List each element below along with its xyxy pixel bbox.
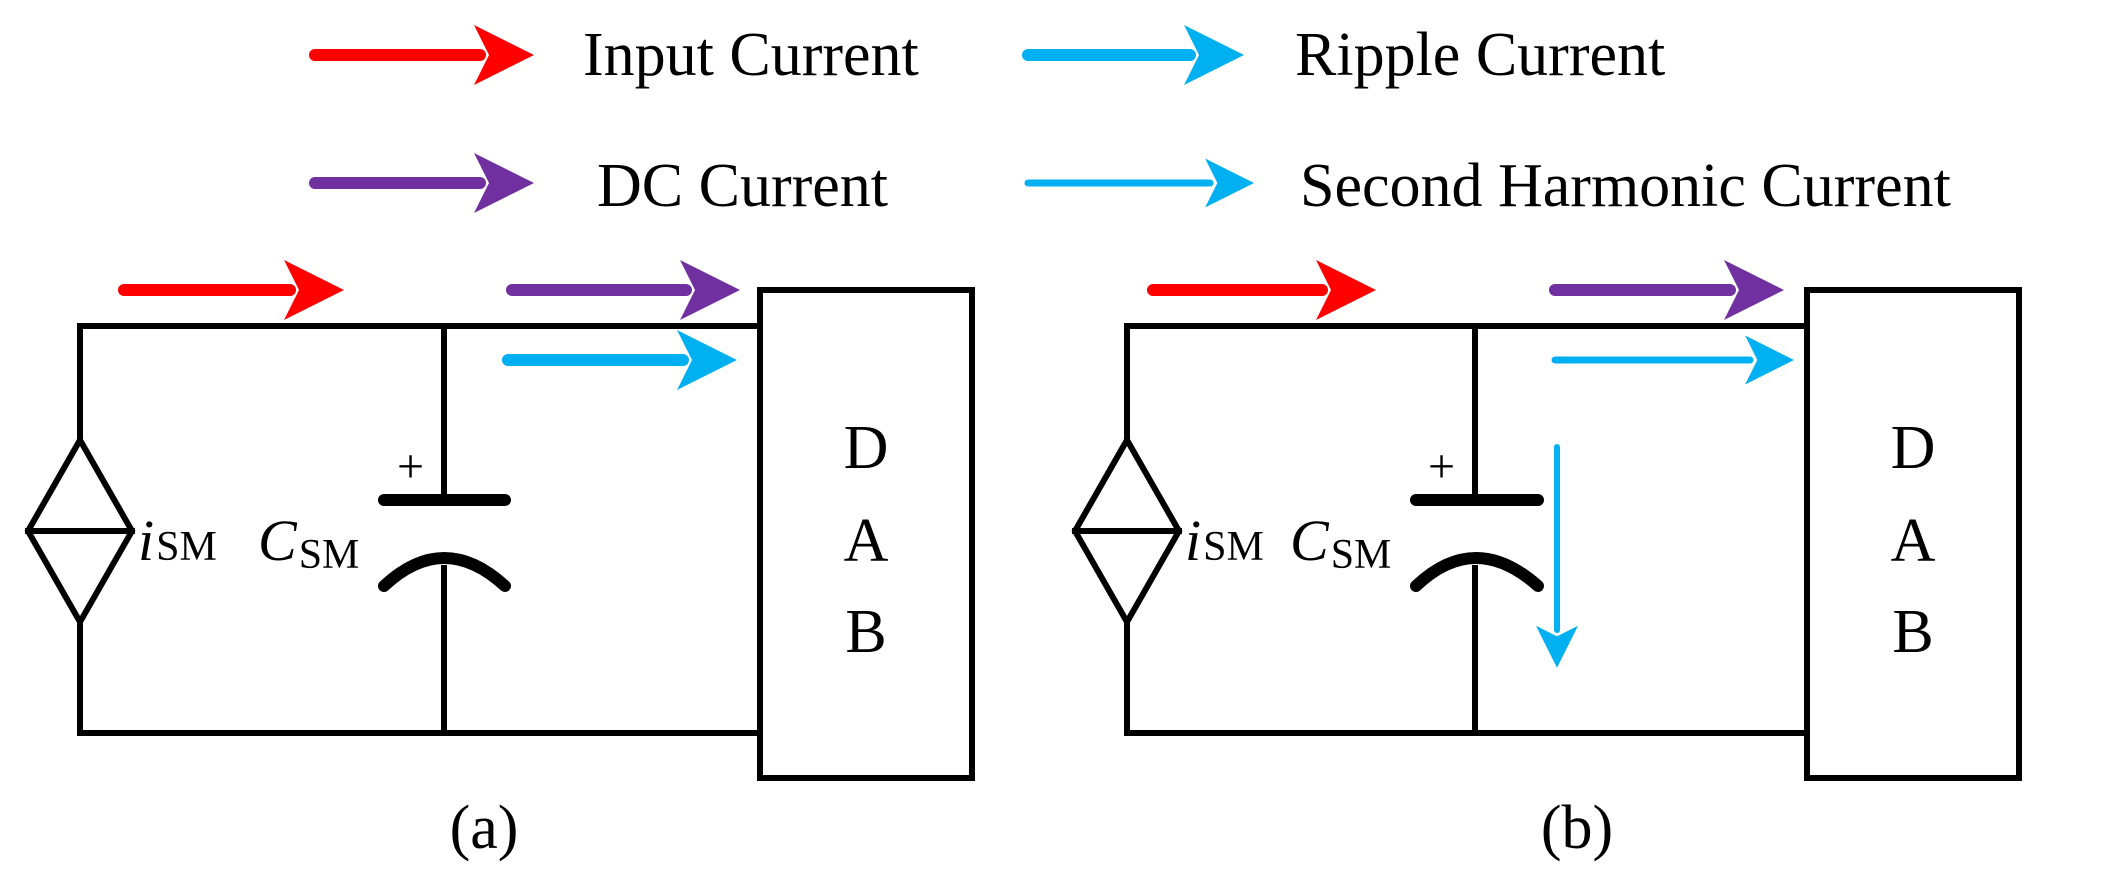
circuit-a-capacitor-icon xyxy=(378,494,511,592)
circuit-b-dab-block: D A B xyxy=(1804,287,2022,781)
legend-second-harmonic-current-label: Second Harmonic Current xyxy=(1300,152,1951,220)
circuit-b-current-source-icon xyxy=(1071,433,1183,629)
circuit-b: iSM + CSM D A B (b) xyxy=(1071,260,2022,862)
circuit-a-caption: (a) xyxy=(450,794,519,862)
circuit-a-dab-letter-d: D xyxy=(844,414,889,482)
legend-ripple-current-label: Ripple Current xyxy=(1295,21,1665,89)
circuit-b-capacitor-icon xyxy=(1410,494,1544,592)
circuit-b-capacitor-subscript: SM xyxy=(1331,532,1392,578)
circuit-a-dab-letter-a: A xyxy=(844,507,889,575)
circuit-b-capacitor-symbol: C xyxy=(1290,508,1330,573)
circuit-a-current-source-icon xyxy=(24,433,136,629)
circuit-a-source-symbol: i xyxy=(138,508,154,573)
circuit-a-wires xyxy=(77,323,763,736)
circuit-a-source-label: iSM xyxy=(138,508,217,573)
circuit-b-source-label: iSM xyxy=(1185,508,1264,573)
circuit-a-capacitor-polarity: + xyxy=(397,440,424,493)
legend-dc-current: DC Current xyxy=(309,152,888,220)
circuit-b-dab-letter-b: B xyxy=(1892,598,1933,666)
circuit-a: iSM + CSM D A B (a) xyxy=(24,260,975,862)
circuit-b-caption: (b) xyxy=(1541,794,1613,862)
circuit-b-capacitor-label: CSM xyxy=(1290,508,1391,578)
circuit-b-wires xyxy=(1124,323,1810,736)
legend: Input Current Ripple Current DC Current … xyxy=(309,21,1951,220)
legend-second-harmonic-current: Second Harmonic Current xyxy=(1024,152,1951,220)
circuit-a-dab-block: D A B xyxy=(757,287,975,781)
circuit-b-source-symbol: i xyxy=(1185,508,1201,573)
circuit-b-dab-letter-d: D xyxy=(1891,414,1936,482)
circuit-a-dab-letter-b: B xyxy=(845,598,886,666)
circuit-a-capacitor-label: CSM xyxy=(258,508,359,578)
circuit-b-dab-letter-a: A xyxy=(1891,507,1936,575)
legend-input-current-label: Input Current xyxy=(583,21,919,89)
circuit-a-capacitor-symbol: C xyxy=(258,508,298,573)
circuit-a-source-subscript: SM xyxy=(156,524,217,570)
circuit-b-source-subscript: SM xyxy=(1203,524,1264,570)
legend-ripple-current: Ripple Current xyxy=(1022,21,1665,89)
circuit-b-capacitor-polarity: + xyxy=(1428,440,1455,493)
legend-dc-current-label: DC Current xyxy=(597,152,888,220)
circuit-a-capacitor-subscript: SM xyxy=(299,532,360,578)
legend-input-current: Input Current xyxy=(309,21,919,89)
